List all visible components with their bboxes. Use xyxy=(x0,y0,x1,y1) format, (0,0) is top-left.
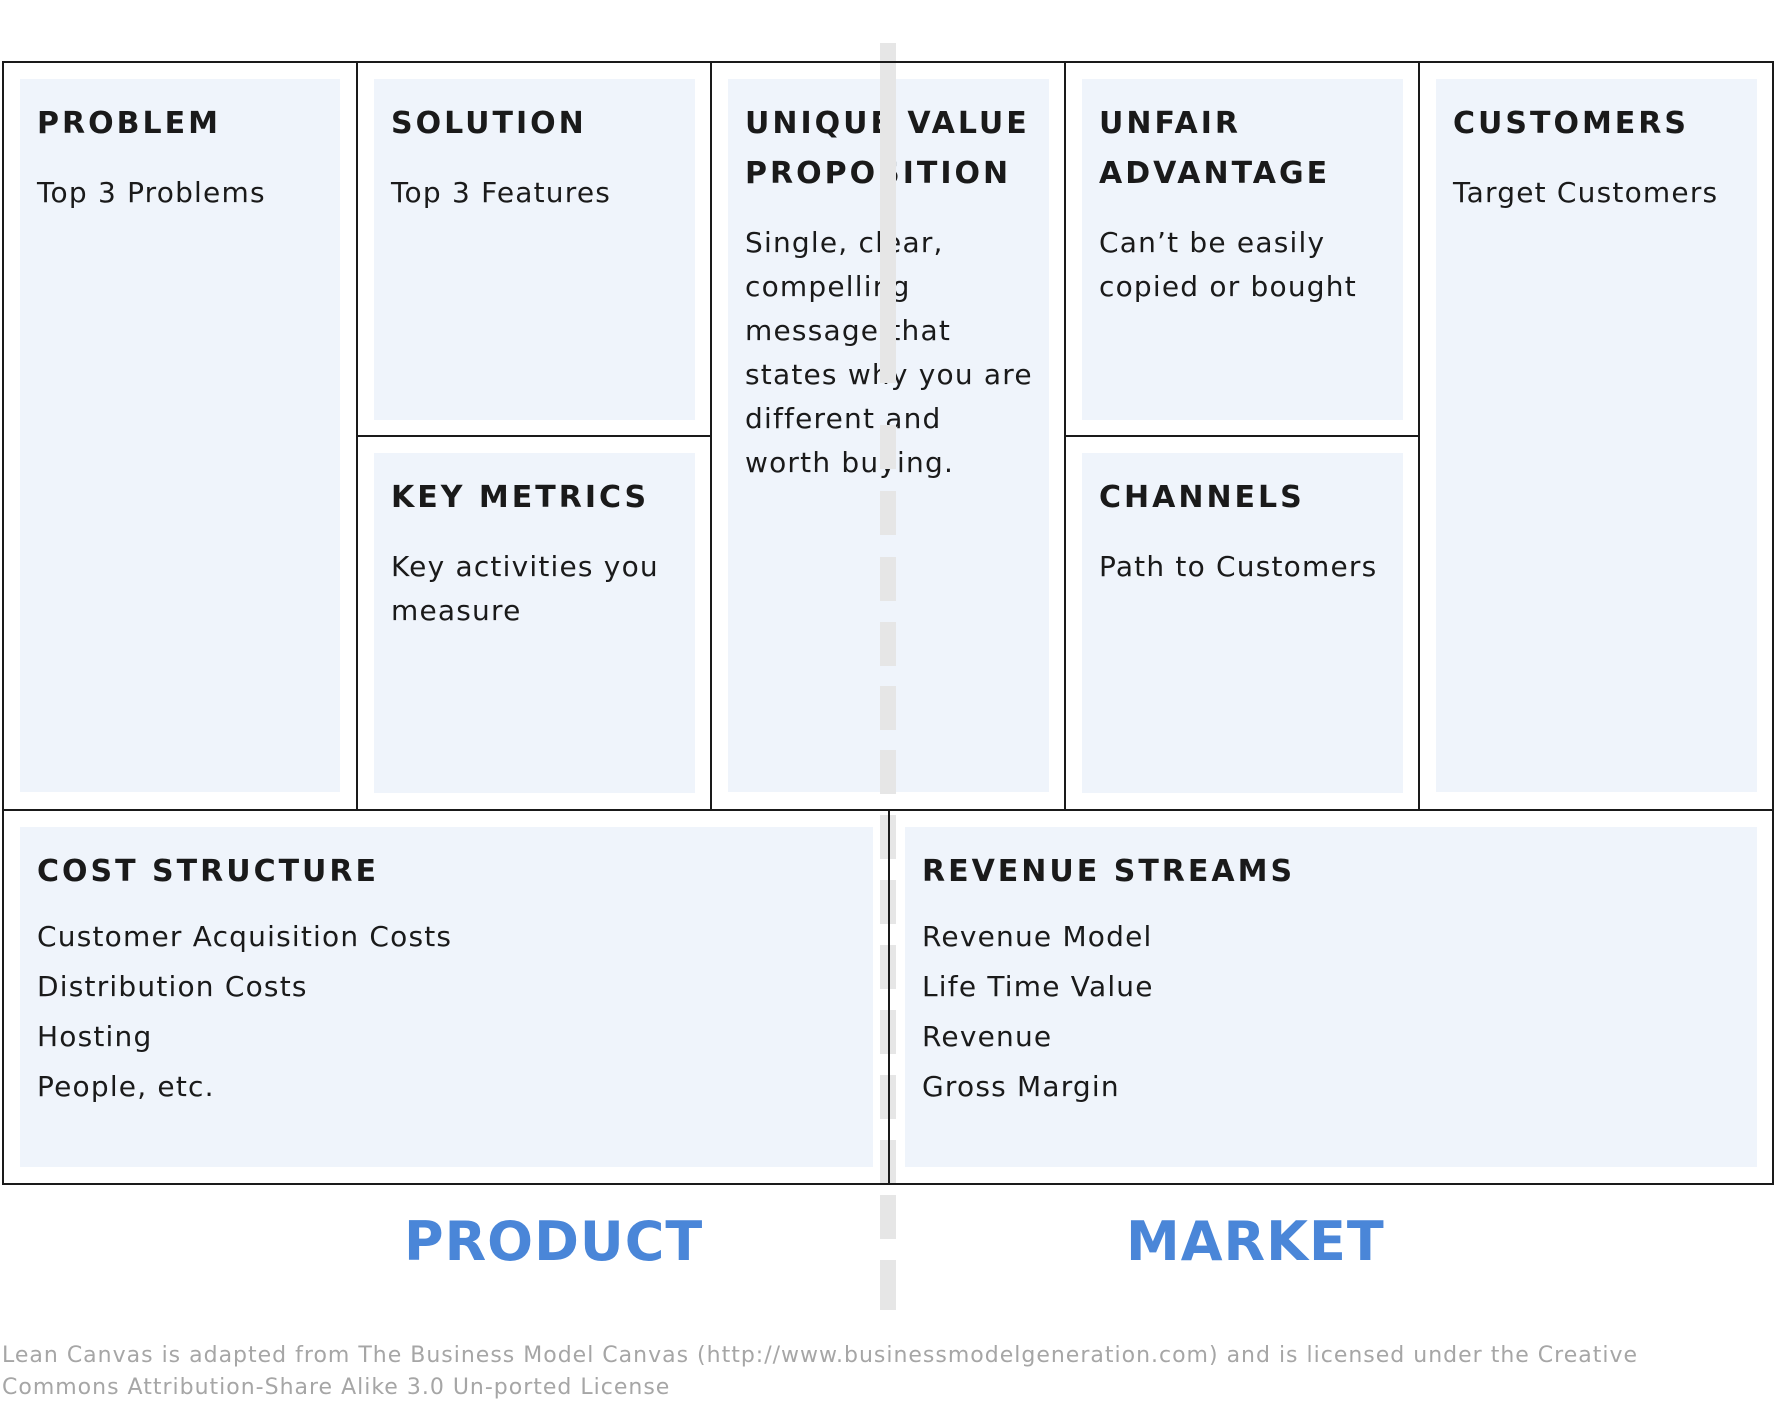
revenue-streams-title: REVENUE STREAMS xyxy=(922,854,1296,889)
divider-dash xyxy=(880,557,896,601)
divider-dash xyxy=(880,750,896,794)
list-item: People, etc. xyxy=(37,1070,215,1103)
channels-title: CHANNELS xyxy=(1099,480,1305,515)
list-item: Revenue xyxy=(922,1020,1053,1053)
unfair-advantage-block: UNFAIR ADVANTAGE Can’t be easily copied … xyxy=(1082,79,1403,420)
solution-block: SOLUTION Top 3 Features xyxy=(374,79,695,420)
solution-title: SOLUTION xyxy=(391,106,587,141)
cost-structure-block: COST STRUCTURE Customer Acquisition Cost… xyxy=(20,827,873,1167)
cost-structure-list: Customer Acquisition Costs Distribution … xyxy=(37,912,856,1112)
divider-dash xyxy=(880,43,896,383)
unfair-advantage-title-line1: UNFAIR xyxy=(1099,106,1241,141)
divider-dash xyxy=(880,686,896,730)
list-item: Gross Margin xyxy=(922,1070,1120,1103)
problem-block: PROBLEM Top 3 Problems xyxy=(20,79,340,792)
list-item: Life Time Value xyxy=(922,970,1154,1003)
key-metrics-block: KEY METRICS Key activities you measure xyxy=(374,453,695,793)
channels-block: CHANNELS Path to Customers xyxy=(1082,453,1403,793)
product-label: PRODUCT xyxy=(404,1210,704,1273)
solution-body: Top 3 Features xyxy=(391,176,612,209)
revenue-streams-block: REVENUE STREAMS Revenue Model Life Time … xyxy=(905,827,1757,1167)
unfair-advantage-body: Can’t be easily copied or bought xyxy=(1099,226,1357,303)
grid-divider xyxy=(356,435,712,437)
problem-title: PROBLEM xyxy=(37,106,221,141)
grid-divider xyxy=(888,809,890,1185)
customers-block: CUSTOMERS Target Customers xyxy=(1436,79,1757,792)
cost-structure-title: COST STRUCTURE xyxy=(37,854,379,889)
revenue-streams-list: Revenue Model Life Time Value Revenue Gr… xyxy=(922,912,1740,1112)
divider-dash xyxy=(880,1195,896,1239)
grid-border-top xyxy=(2,61,1774,63)
customers-title: CUSTOMERS xyxy=(1453,106,1690,141)
channels-body: Path to Customers xyxy=(1099,550,1378,583)
divider-dash xyxy=(880,491,896,535)
unfair-advantage-title-line2: ADVANTAGE xyxy=(1099,156,1331,191)
divider-dash xyxy=(880,1260,896,1310)
list-item: Revenue Model xyxy=(922,920,1153,953)
key-metrics-title: KEY METRICS xyxy=(391,480,650,515)
unfair-advantage-title: UNFAIR ADVANTAGE xyxy=(1099,99,1386,199)
grid-divider xyxy=(1064,435,1420,437)
customers-body: Target Customers xyxy=(1453,176,1719,209)
list-item: Hosting xyxy=(37,1020,153,1053)
market-label: MARKET xyxy=(1126,1210,1385,1273)
key-metrics-body: Key activities you measure xyxy=(391,550,659,627)
problem-body: Top 3 Problems xyxy=(37,176,266,209)
grid-border-right xyxy=(1772,61,1774,1185)
list-item: Customer Acquisition Costs xyxy=(37,920,453,953)
divider-dash xyxy=(880,425,896,469)
grid-border-left xyxy=(2,61,4,1185)
list-item: Distribution Costs xyxy=(37,970,308,1003)
license-footer: Lean Canvas is adapted from The Business… xyxy=(2,1343,1639,1400)
uvp-body: Single, clear, compelling message that s… xyxy=(745,226,1033,479)
uvp-title-line2: PROPOSITION xyxy=(745,156,1012,191)
divider-dash xyxy=(880,622,896,666)
